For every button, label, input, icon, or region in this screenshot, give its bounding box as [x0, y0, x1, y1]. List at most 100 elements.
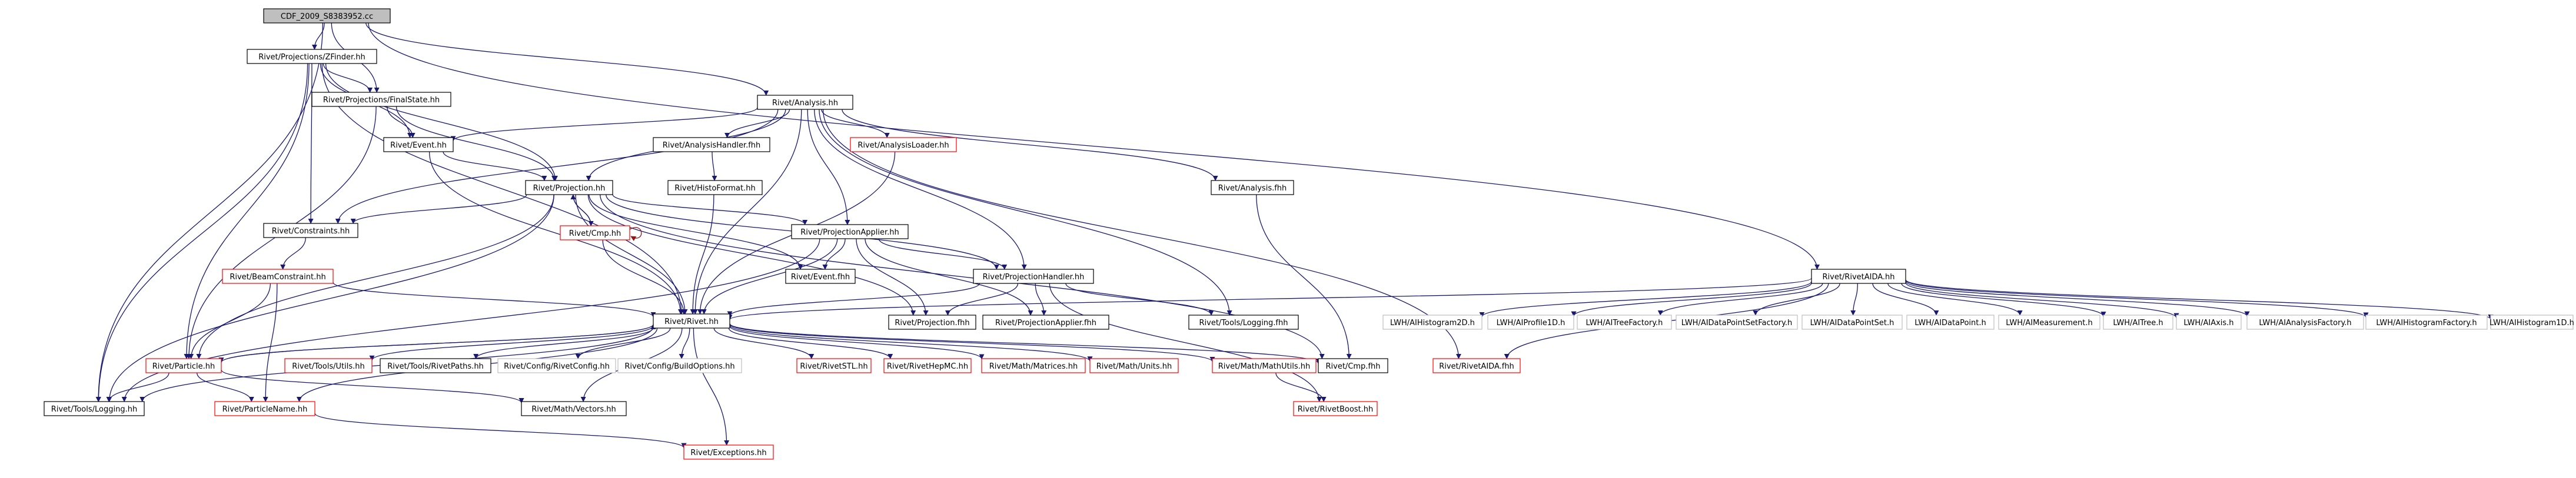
node-constraints[interactable]: Rivet/Constraints.hh: [263, 223, 358, 238]
node-box: [785, 269, 856, 284]
node-event_fhh[interactable]: Rivet/Event.fhh: [785, 269, 856, 284]
node-rivetboost[interactable]: Rivet/RivetBoost.hh: [1293, 401, 1378, 416]
node-analysis[interactable]: Rivet/Analysis.hh: [757, 95, 853, 110]
dependency-edge-particle-to-mathvectors: [221, 369, 524, 404]
node-label: Rivet/Event.fhh: [791, 273, 850, 282]
node-lwh_profile1d: LWH/AIProfile1D.h: [1487, 315, 1574, 330]
node-box: [560, 225, 630, 240]
node-label: Rivet/Analysis.hh: [772, 99, 838, 108]
dependency-edge-rivet-to-exceptions: [693, 327, 730, 446]
node-label: Rivet/ProjectionApplier.hh: [800, 228, 899, 237]
node-toolslogging_fhh[interactable]: Rivet/Tools/Logging.fhh: [1188, 315, 1299, 330]
dependency-edge-zfinder-to-projection: [325, 63, 559, 181]
node-layer: CDF_2009_S8383952.ccRivet/Projections/ZF…: [44, 8, 2574, 460]
node-finalstate[interactable]: Rivet/Projections/FinalState.hh: [311, 92, 451, 107]
node-lwh_measurement: LWH/AIMeasurement.h: [1998, 315, 2100, 330]
dependency-edge-mathutils-to-rivetboost: [1275, 372, 1327, 402]
dependency-edge-rivetaida-to-lwh_datapoint: [1872, 283, 1939, 316]
node-box: [981, 358, 1086, 373]
node-lwh_analysisfactory: LWH/AIAnalysisFactory.h: [2246, 315, 2364, 330]
dependency-edge-particle-to-toolslogging: [106, 372, 169, 402]
dependency-edge-finalstate-to-event: [387, 106, 416, 138]
dependency-edge-rivetaida-to-lwh_profile1d: [1571, 282, 1812, 317]
node-label: Rivet/AnalysisLoader.hh: [857, 141, 949, 150]
node-toolsrivetpaths[interactable]: Rivet/Tools/RivetPaths.hh: [380, 358, 491, 373]
dependency-edge-rivetaida-to-lwh_measurement: [1887, 283, 2023, 316]
node-mathutils[interactable]: Rivet/Math/MathUtils.hh: [1212, 358, 1317, 373]
node-zfinder[interactable]: Rivet/Projections/ZFinder.hh: [247, 49, 377, 64]
dependency-edge-projection-to-particle: [196, 194, 554, 359]
node-label: Rivet/RivetSTL.hh: [800, 362, 867, 371]
node-label: Rivet/ParticleName.hh: [222, 405, 308, 414]
node-mathunits[interactable]: Rivet/Math/Units.hh: [1089, 358, 1179, 373]
node-exceptions[interactable]: Rivet/Exceptions.hh: [683, 444, 774, 460]
node-rivetaida_fhh[interactable]: Rivet/RivetAIDA.fhh: [1432, 358, 1521, 373]
node-particlename[interactable]: Rivet/ParticleName.hh: [214, 401, 315, 416]
node-histoformat[interactable]: Rivet/HistoFormat.hh: [667, 180, 763, 195]
node-beamconstraint[interactable]: Rivet/BeamConstraint.hh: [222, 269, 334, 284]
dependency-edge-projectionapplier-to-rivet: [701, 238, 838, 315]
node-label: LWH/AIAxis.h: [2183, 319, 2233, 327]
node-cmp[interactable]: Rivet/Cmp.hh: [560, 225, 630, 240]
dependency-edge-projectionapplier-to-projection_fhh: [856, 238, 929, 316]
node-label: Rivet/RivetHepMC.hh: [887, 362, 968, 371]
dependency-edge-rivetaida-to-lwh_histogram2d: [1479, 281, 1812, 317]
node-analysishandler_fhh[interactable]: Rivet/AnalysisHandler.fhh: [653, 137, 770, 152]
node-label: LWH/AIDataPointSet.h: [1810, 319, 1894, 327]
dependency-edge-analysis-to-event: [450, 107, 758, 142]
node-rivethepmc[interactable]: Rivet/RivetHepMC.hh: [883, 358, 972, 373]
node-box: [222, 269, 334, 284]
node-toolsutils[interactable]: Rivet/Tools/Utils.hh: [284, 358, 373, 373]
node-box: [2246, 315, 2364, 330]
node-label: Rivet/Analysis.fhh: [1218, 184, 1287, 193]
dependency-edge-projectionhandler-to-toolslogging_fhh: [1065, 283, 1214, 316]
node-analysis_fhh[interactable]: Rivet/Analysis.fhh: [1211, 180, 1294, 195]
node-label: Rivet/Constraints.hh: [272, 227, 350, 236]
node-projectionhandler[interactable]: Rivet/ProjectionHandler.hh: [973, 269, 1094, 284]
node-projectionapplier_fhh[interactable]: Rivet/ProjectionApplier.fhh: [982, 315, 1109, 330]
node-label: Rivet/Config/BuildOptions.hh: [624, 362, 734, 371]
node-box: [145, 358, 222, 373]
dependency-edge-rivet-to-rivetconfig: [575, 327, 671, 359]
dependency-edge-projection-to-toolslogging: [107, 194, 554, 402]
node-cmp_fhh[interactable]: Rivet/Cmp.fhh: [1318, 358, 1388, 373]
dependency-edge-rivet-to-toolsutils: [369, 325, 654, 361]
node-box: [2490, 315, 2574, 330]
dependency-edge-rivet-to-rivetstl: [713, 327, 815, 359]
node-box: [214, 401, 315, 416]
node-particle[interactable]: Rivet/Particle.hh: [145, 358, 222, 373]
node-root[interactable]: CDF_2009_S8383952.cc: [263, 8, 391, 24]
dependency-edge-rivet-to-cmp_fhh: [729, 323, 1321, 364]
node-label: LWH/AIMeasurement.h: [2006, 319, 2092, 327]
dependency-edge-analysis-to-analysis_fhh: [842, 109, 1218, 181]
node-label: Rivet/Particle.hh: [152, 362, 215, 371]
node-box: [1432, 358, 1521, 373]
node-box: [263, 8, 391, 24]
dependency-edge-histoformat-to-rivet: [690, 194, 714, 315]
dependency-edge-projectionhandler-to-projection_fhh: [945, 283, 1019, 316]
node-rivet[interactable]: Rivet/Rivet.hh: [653, 313, 730, 329]
node-box: [757, 95, 853, 110]
dependency-edge-particlename-to-exceptions: [314, 413, 687, 449]
node-projection_fhh[interactable]: Rivet/Projection.fhh: [888, 315, 976, 330]
node-label: Rivet/RivetAIDA.fhh: [1439, 362, 1514, 371]
node-label: LWH/AIHistogram1D.h: [2489, 319, 2574, 327]
node-lwh_treefactory: LWH/AITreeFactory.h: [1577, 315, 1672, 330]
node-box: [383, 137, 454, 152]
node-event[interactable]: Rivet/Event.hh: [383, 137, 454, 152]
node-analysisloader[interactable]: Rivet/AnalysisLoader.hh: [850, 137, 957, 152]
dependency-edge-analysis-to-rivetaida_fhh: [822, 109, 1461, 359]
node-projection[interactable]: Rivet/Projection.hh: [525, 180, 613, 195]
node-rivetaida[interactable]: Rivet/RivetAIDA.hh: [1811, 269, 1906, 284]
node-box: [380, 358, 491, 373]
node-rivetstl[interactable]: Rivet/RivetSTL.hh: [796, 358, 872, 373]
dependency-edge-projection-to-rivet: [575, 194, 688, 315]
node-mathmatrices[interactable]: Rivet/Math/Matrices.hh: [981, 358, 1086, 373]
node-projectionapplier[interactable]: Rivet/ProjectionApplier.hh: [791, 224, 909, 239]
node-mathvectors[interactable]: Rivet/Math/Vectors.hh: [521, 401, 627, 416]
dependency-edge-analysis-to-analysishandler_fhh: [724, 109, 790, 138]
dependency-edge-rivetaida-to-lwh_treefactory: [1657, 283, 1823, 316]
node-toolslogging[interactable]: Rivet/Tools/Logging.hh: [44, 401, 145, 416]
node-lwh_axis: LWH/AIAxis.h: [2176, 315, 2242, 330]
